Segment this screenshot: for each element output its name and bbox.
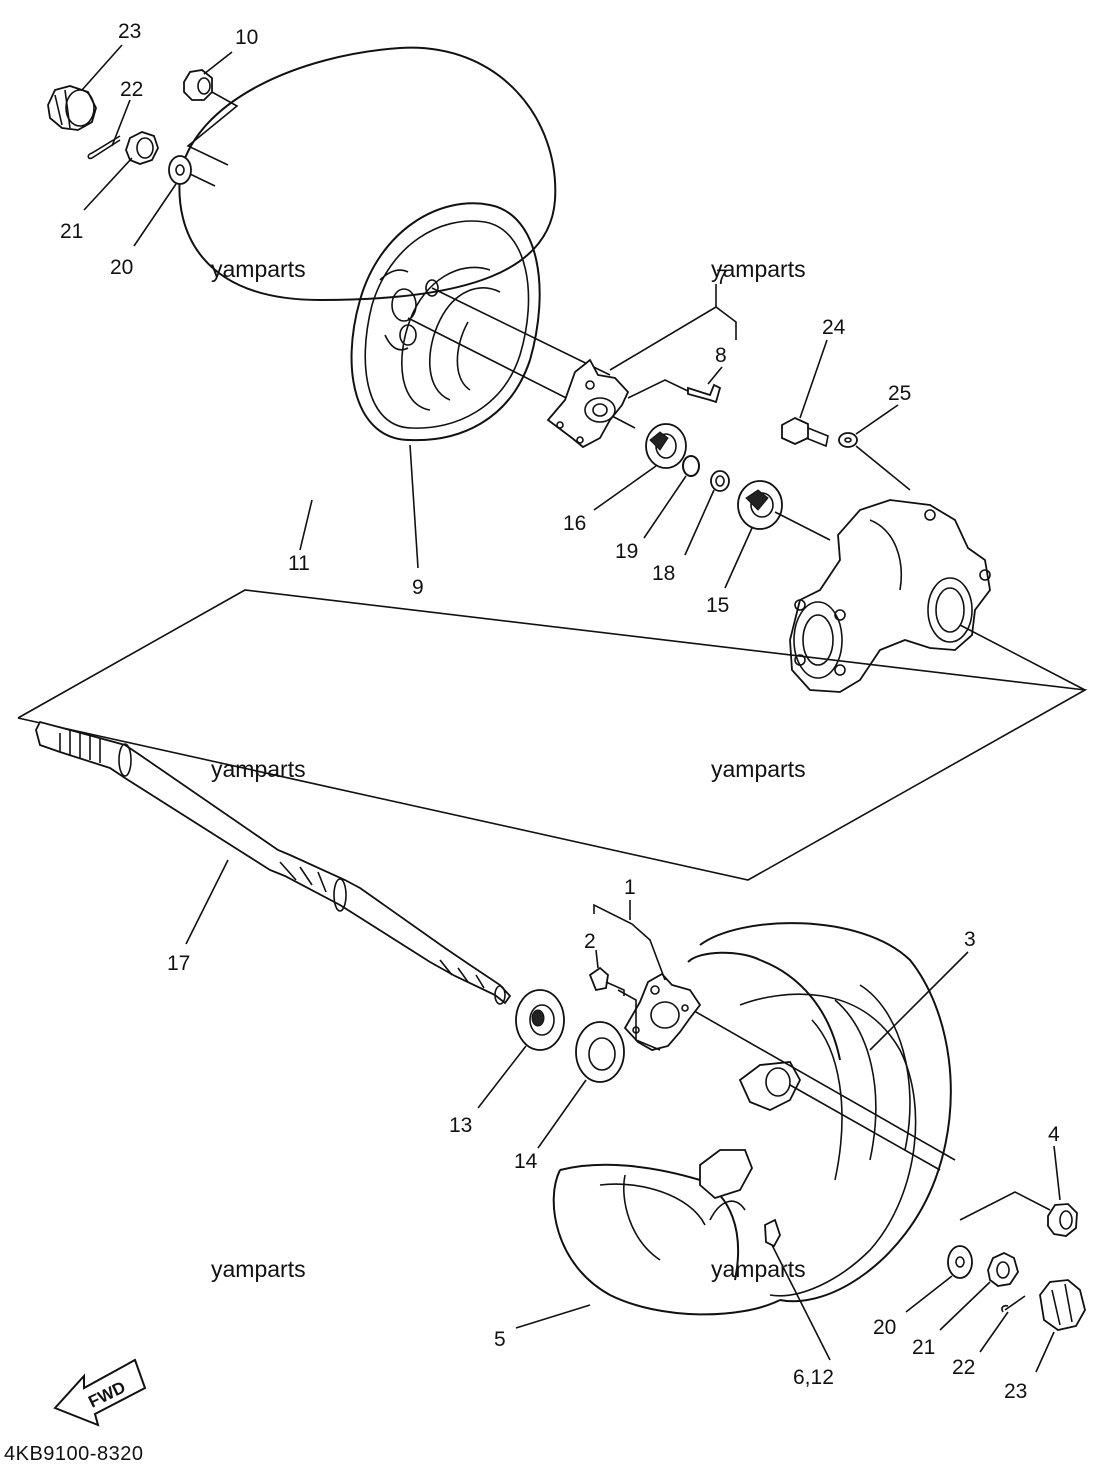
top-rim-outline <box>350 202 541 442</box>
callout-2: 2 <box>584 930 596 953</box>
callout-23-top: 23 <box>118 20 141 43</box>
callout-25: 25 <box>888 382 911 405</box>
bolt-8-part <box>627 379 722 404</box>
watermark-text: yamparts <box>711 256 806 282</box>
top-hub-part <box>546 358 636 449</box>
callout-3: 3 <box>964 928 976 951</box>
nut-10-part <box>183 69 239 166</box>
watermarks: yamparts yamparts yamparts yamparts yamp… <box>211 256 806 1282</box>
callout-21-bottom: 21 <box>912 1336 935 1359</box>
callout-9: 9 <box>412 576 424 599</box>
callout-20-bottom: 20 <box>873 1316 896 1339</box>
callout-23-bottom: 23 <box>1004 1380 1027 1403</box>
callout-19: 19 <box>615 540 638 563</box>
watermark-text: yamparts <box>711 1256 806 1282</box>
watermark-text: yamparts <box>711 756 806 782</box>
rear-axle-17-part <box>35 720 512 1005</box>
watermark-text: yamparts <box>211 256 306 282</box>
bearing-13-part <box>515 989 565 1051</box>
callout-6-12: 6,12 <box>793 1366 834 1389</box>
callout-15: 15 <box>706 594 729 617</box>
washer-20-bottom-part <box>947 1245 973 1279</box>
seal-14-part <box>575 1021 625 1083</box>
oring-19-part <box>682 455 700 477</box>
nut-4-part <box>1047 1203 1078 1237</box>
bottom-tire-assembly <box>552 922 1051 1316</box>
nut-21-bottom-part <box>987 1252 1019 1287</box>
top-tire-assembly <box>178 46 611 442</box>
bearing-15-part <box>737 480 831 541</box>
callout-17: 17 <box>167 952 190 975</box>
leader-lines <box>81 44 1061 1373</box>
callout-20-top: 20 <box>110 256 133 279</box>
fwd-arrow-icon: FWD <box>53 1358 147 1427</box>
collar-18-part <box>710 470 730 492</box>
bottom-hub-part <box>593 903 702 1051</box>
bearing-16-part <box>645 423 687 469</box>
bolt-2-part <box>588 966 661 1051</box>
washer-25-part <box>838 432 911 491</box>
callout-24: 24 <box>822 316 846 339</box>
cap-23-bottom-part <box>1039 1279 1086 1331</box>
diagram-code: 4KB9100-8320 <box>4 1443 143 1465</box>
top-tire-outline <box>178 46 557 302</box>
callout-13: 13 <box>449 1114 472 1137</box>
callout-labels: 23 10 22 21 20 11 9 7 8 24 25 16 19 18 1… <box>60 20 1060 1403</box>
callout-21-top: 21 <box>60 220 83 243</box>
callout-18: 18 <box>652 562 675 585</box>
washer-20-top-part <box>168 155 216 187</box>
callout-11: 11 <box>288 552 310 575</box>
callout-1: 1 <box>624 876 636 899</box>
watermark-text: yamparts <box>211 1256 306 1282</box>
watermark-text: yamparts <box>211 756 306 782</box>
callout-14: 14 <box>514 1150 538 1173</box>
callout-16: 16 <box>563 512 586 535</box>
callout-5: 5 <box>494 1328 506 1351</box>
callout-22-bottom: 22 <box>952 1356 975 1379</box>
nut-21-top-part <box>125 131 159 165</box>
alignment-line <box>17 589 1088 881</box>
callout-22-top: 22 <box>120 78 143 101</box>
cotter-pin-22-top-part <box>87 135 121 160</box>
bolt-24-part <box>781 416 829 448</box>
cotter-pin-22-bottom-part <box>1001 1295 1026 1313</box>
callout-8: 8 <box>715 344 727 367</box>
callout-7: 7 <box>716 266 728 289</box>
callout-10: 10 <box>235 26 258 49</box>
callout-4: 4 <box>1048 1123 1060 1146</box>
cap-23-top-part <box>47 85 97 131</box>
final-drive-housing <box>789 499 1086 693</box>
